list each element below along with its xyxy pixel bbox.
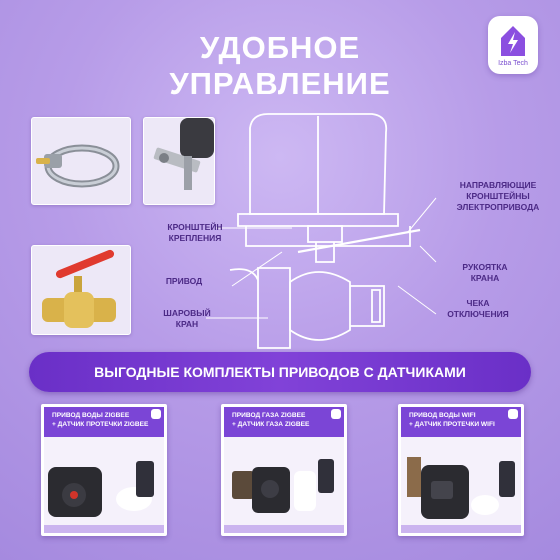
brand-mini-icon [151,409,161,419]
kit-card-3-image [407,457,515,519]
brand-name: Izba Tech [498,60,528,67]
kit-card-2[interactable]: ПРИВОД ГАЗА ZIGBEE + ДАТЧИК ГАЗА ZIGBEE [221,404,347,536]
kit-card-title: ПРИВОД ГАЗА ZIGBEE + ДАТЧИК ГАЗА ZIGBEE [232,412,310,428]
kit-card-2-image [232,459,334,513]
bracket-photo [143,117,215,205]
kits-banner: ВЫГОДНЫЕ КОМПЛЕКТЫ ПРИВОДОВ С ДАТЧИКАМИ [29,352,531,392]
kit-card-footer [401,525,521,533]
clamp-photo [31,117,131,205]
kit-card-header: ПРИВОД ВОДЫ ZIGBEE + ДАТЧИК ПРОТЕЧКИ ZIG… [44,407,164,437]
brand-logo: Izba Tech [488,16,538,74]
brand-mini-icon [331,409,341,419]
label-ball-valve: ШАРОВЫЙ КРАН [163,308,211,329]
title-line-1: УДОБНОЕ [199,30,361,65]
label-guide-brackets: НАПРАВЛЯЮЩИЕ КРОНШТЕЙНЫ ЭЛЕКТРОПРИВОДА [456,180,540,212]
title-line-2: УПРАВЛЕНИЕ [169,66,391,101]
label-release-pin: ЧЕКА ОТКЛЮЧЕНИЯ [447,298,509,319]
kit-card-footer [224,525,344,533]
brand-mini-icon [508,409,518,419]
kit-card-footer [44,525,164,533]
label-mount-bracket: КРОНШТЕЙН КРЕПЛЕНИЯ [167,222,223,243]
kits-banner-text: ВЫГОДНЫЕ КОМПЛЕКТЫ ПРИВОДОВ С ДАТЧИКАМИ [94,364,466,380]
label-handle: РУКОЯТКА КРАНА [462,262,508,283]
kit-card-title: ПРИВОД ВОДЫ WIFI + ДАТЧИК ПРОТЕЧКИ WIFI [409,412,495,428]
label-drive: ПРИВОД [165,276,203,286]
bolt-house-icon [501,26,525,56]
kit-card-title: ПРИВОД ВОДЫ ZIGBEE + ДАТЧИК ПРОТЕЧКИ ZIG… [52,412,149,428]
kit-card-1[interactable]: ПРИВОД ВОДЫ ZIGBEE + ДАТЧИК ПРОТЕЧКИ ZIG… [41,404,167,536]
kit-card-1-image [48,461,154,517]
kit-card-3[interactable]: ПРИВОД ВОДЫ WIFI + ДАТЧИК ПРОТЕЧКИ WIFI [398,404,524,536]
ball-valve-photo [31,245,131,335]
kit-card-header: ПРИВОД ГАЗА ZIGBEE + ДАТЧИК ГАЗА ZIGBEE [224,407,344,437]
kit-card-header: ПРИВОД ВОДЫ WIFI + ДАТЧИК ПРОТЕЧКИ WIFI [401,407,521,437]
